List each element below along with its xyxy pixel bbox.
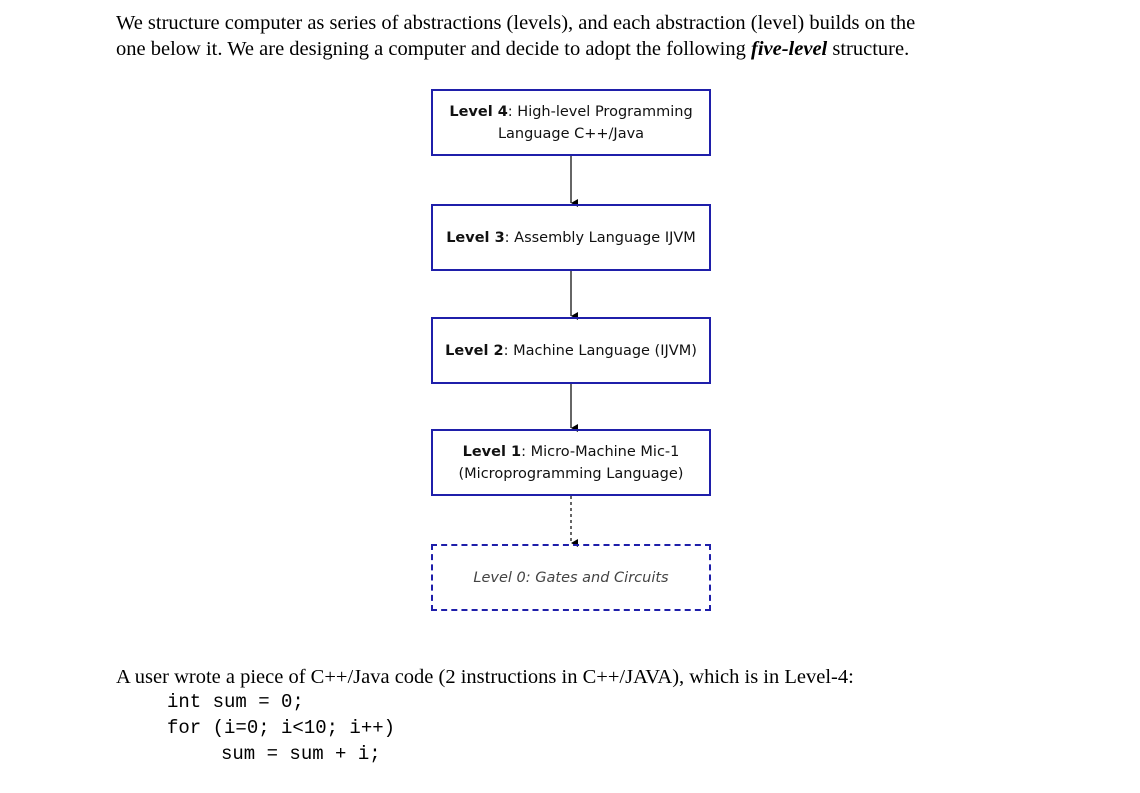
level-0-text: Level 0: Gates and Circuits xyxy=(473,569,669,586)
code-line-1: int sum = 0; xyxy=(167,691,304,713)
level-4-text-b: Language C++/Java xyxy=(497,125,645,142)
level-2-text: : Machine Language (IJVM) xyxy=(503,342,697,359)
intro-paragraph: We structure computer as series of abstr… xyxy=(116,10,1016,62)
level-4-text-a: : High-level Programming xyxy=(507,103,693,120)
level-1-label: Level 1 xyxy=(462,443,522,460)
level-2-box: Level 2: Machine Language (IJVM) xyxy=(431,317,711,384)
code-line-3: sum = sum + i; xyxy=(221,743,381,765)
level-1-text-a: : Micro-Machine Mic-1 xyxy=(521,443,680,460)
level-0-box: Level 0: Gates and Circuits xyxy=(431,544,711,611)
level-3-text: : Assembly Language IJVM xyxy=(504,229,696,246)
five-level-emphasis: five-level xyxy=(751,38,828,60)
code-block: int sum = 0; for (i=0; i<10; i++) sum = su… xyxy=(167,689,395,767)
intro-line-1: We structure computer as series of abstr… xyxy=(116,12,916,34)
intro-line-2: one below it. We are designing a compute… xyxy=(116,36,1016,62)
level-3-label: Level 3 xyxy=(446,229,505,246)
level-4-label: Level 4 xyxy=(449,103,508,120)
level-1-text-b: (Microprogramming Language) xyxy=(458,465,684,482)
user-code-intro: A user wrote a piece of C++/Java code (2… xyxy=(116,666,854,688)
level-2-label: Level 2 xyxy=(445,342,504,359)
level-3-box: Level 3: Assembly Language IJVM xyxy=(431,204,711,271)
level-4-box: Level 4: High-level Programming Language… xyxy=(431,89,711,156)
code-line-2: for (i=0; i<10; i++) xyxy=(167,717,396,739)
level-1-box: Level 1: Micro-Machine Mic-1 (Microprogr… xyxy=(431,429,711,496)
intro-line-2-start: one below it. We are designing a compute… xyxy=(116,38,751,60)
intro-line-2-end: structure. xyxy=(827,38,910,60)
